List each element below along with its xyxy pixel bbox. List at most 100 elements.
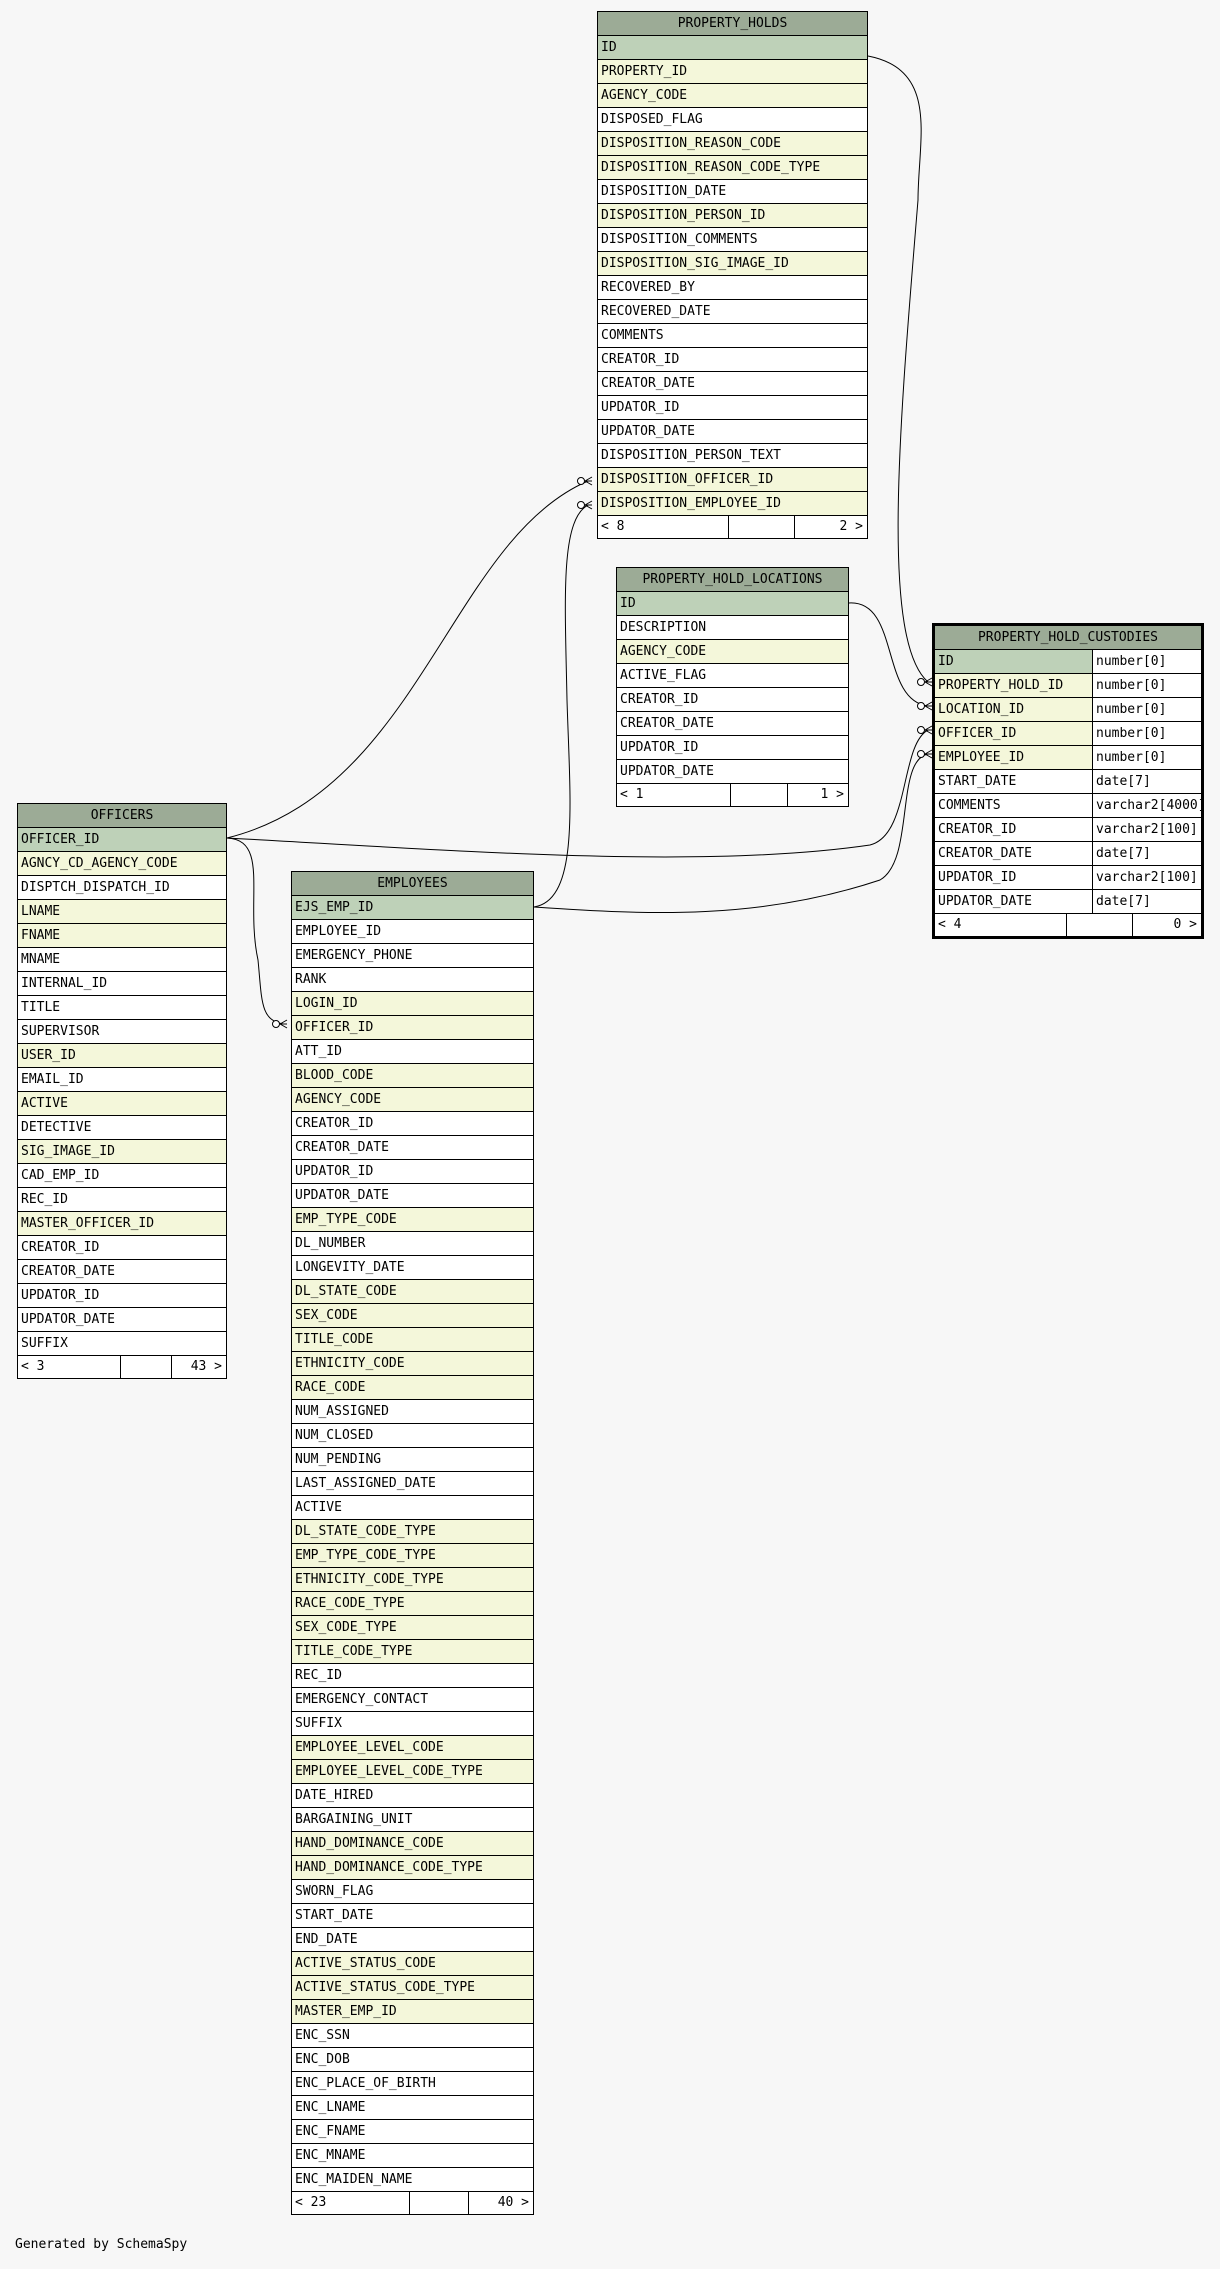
table-title[interactable]: PROPERTY_HOLD_CUSTODIES [935,626,1201,650]
column-row-enc-fname[interactable]: ENC_FNAME [292,2120,533,2144]
column-row-agency-code[interactable]: AGENCY_CODE [598,84,867,108]
column-row-internal-id[interactable]: INTERNAL_ID [18,972,226,996]
column-row-active-status-code[interactable]: ACTIVE_STATUS_CODE [292,1952,533,1976]
column-row-id[interactable]: ID [598,36,867,60]
column-row-dl-number[interactable]: DL_NUMBER [292,1232,533,1256]
column-row-enc-lname[interactable]: ENC_LNAME [292,2096,533,2120]
column-row-suffix[interactable]: SUFFIX [292,1712,533,1736]
column-row-emergency-contact[interactable]: EMERGENCY_CONTACT [292,1688,533,1712]
column-row-employee-id[interactable]: EMPLOYEE_ID [292,920,533,944]
column-row-emp-type-code-type[interactable]: EMP_TYPE_CODE_TYPE [292,1544,533,1568]
parent-count[interactable]: < 3 [21,1359,45,1374]
column-row-suffix[interactable]: SUFFIX [18,1332,226,1356]
column-row-sworn-flag[interactable]: SWORN_FLAG [292,1880,533,1904]
column-row-active[interactable]: ACTIVE [18,1092,226,1116]
column-row-updator-id[interactable]: UPDATOR_ID [18,1284,226,1308]
column-row-att-id[interactable]: ATT_ID [292,1040,533,1064]
column-row-ethnicity-code-type[interactable]: ETHNICITY_CODE_TYPE [292,1568,533,1592]
column-row-rec-id[interactable]: REC_ID [18,1188,226,1212]
column-row-agency-code[interactable]: AGENCY_CODE [292,1088,533,1112]
column-row-num-assigned[interactable]: NUM_ASSIGNED [292,1400,533,1424]
column-row-disposition-reason-code-type[interactable]: DISPOSITION_REASON_CODE_TYPE [598,156,867,180]
column-row-num-closed[interactable]: NUM_CLOSED [292,1424,533,1448]
column-row-master-emp-id[interactable]: MASTER_EMP_ID [292,2000,533,2024]
column-row-emergency-phone[interactable]: EMERGENCY_PHONE [292,944,533,968]
column-row-emp-type-code[interactable]: EMP_TYPE_CODE [292,1208,533,1232]
column-row-sex-code-type[interactable]: SEX_CODE_TYPE [292,1616,533,1640]
column-row-disposition-officer-id[interactable]: DISPOSITION_OFFICER_ID [598,468,867,492]
column-row-disposition-person-text[interactable]: DISPOSITION_PERSON_TEXT [598,444,867,468]
column-row-enc-ssn[interactable]: ENC_SSN [292,2024,533,2048]
column-row-disposition-sig-image-id[interactable]: DISPOSITION_SIG_IMAGE_ID [598,252,867,276]
column-row-hand-dominance-code[interactable]: HAND_DOMINANCE_CODE [292,1832,533,1856]
column-row-sex-code[interactable]: SEX_CODE [292,1304,533,1328]
column-row-disposed-flag[interactable]: DISPOSED_FLAG [598,108,867,132]
column-row-id[interactable]: ID [617,592,848,616]
column-row-officer-id[interactable]: OFFICER_ID [18,828,226,852]
column-row-updator-date[interactable]: UPDATOR_DATE [292,1184,533,1208]
column-row-disposition-date[interactable]: DISPOSITION_DATE [598,180,867,204]
table-title[interactable]: OFFICERS [18,804,226,828]
column-row-lname[interactable]: LNAME [18,900,226,924]
column-row-employee-level-code[interactable]: EMPLOYEE_LEVEL_CODE [292,1736,533,1760]
column-row-mname[interactable]: MNAME [18,948,226,972]
column-row-recovered-by[interactable]: RECOVERED_BY [598,276,867,300]
column-row-disposition-comments[interactable]: DISPOSITION_COMMENTS [598,228,867,252]
column-row-longevity-date[interactable]: LONGEVITY_DATE [292,1256,533,1280]
column-row-agency-code[interactable]: AGENCY_CODE [617,640,848,664]
column-row-sig-image-id[interactable]: SIG_IMAGE_ID [18,1140,226,1164]
column-row-creator-date[interactable]: CREATOR_DATE [617,712,848,736]
column-row-enc-dob[interactable]: ENC_DOB [292,2048,533,2072]
column-row-hand-dominance-code-type[interactable]: HAND_DOMINANCE_CODE_TYPE [292,1856,533,1880]
column-row-updator-id[interactable]: UPDATOR_ID [617,736,848,760]
column-row-active-status-code-type[interactable]: ACTIVE_STATUS_CODE_TYPE [292,1976,533,2000]
column-row-supervisor[interactable]: SUPERVISOR [18,1020,226,1044]
column-row-creator-date[interactable]: CREATOR_DATE [598,372,867,396]
column-row-updator-id[interactable]: UPDATOR_ID [292,1160,533,1184]
column-row-disptch-dispatch-id[interactable]: DISPTCH_DISPATCH_ID [18,876,226,900]
column-row-rank[interactable]: RANK [292,968,533,992]
column-row-ethnicity-code[interactable]: ETHNICITY_CODE [292,1352,533,1376]
column-row-active[interactable]: ACTIVE [292,1496,533,1520]
column-row-title-code-type[interactable]: TITLE_CODE_TYPE [292,1640,533,1664]
parent-count[interactable]: < 8 [601,519,625,534]
column-row-title[interactable]: TITLE [18,996,226,1020]
column-row-creator-date[interactable]: CREATOR_DATE [292,1136,533,1160]
column-row-master-officer-id[interactable]: MASTER_OFFICER_ID [18,1212,226,1236]
column-row-employee-level-code-type[interactable]: EMPLOYEE_LEVEL_CODE_TYPE [292,1760,533,1784]
column-row-creator-id[interactable]: CREATOR_ID [617,688,848,712]
column-row-officer-id[interactable]: OFFICER_ID [292,1016,533,1040]
column-row-date-hired[interactable]: DATE_HIRED [292,1784,533,1808]
column-row-enc-place-of-birth[interactable]: ENC_PLACE_OF_BIRTH [292,2072,533,2096]
column-row-email-id[interactable]: EMAIL_ID [18,1068,226,1092]
column-row-description[interactable]: DESCRIPTION [617,616,848,640]
column-row-title-code[interactable]: TITLE_CODE [292,1328,533,1352]
column-row-num-pending[interactable]: NUM_PENDING [292,1448,533,1472]
column-row-start-date[interactable]: START_DATE [292,1904,533,1928]
child-count[interactable]: 40 > [468,2192,533,2214]
column-row-property-id[interactable]: PROPERTY_ID [598,60,867,84]
column-row-disposition-employee-id[interactable]: DISPOSITION_EMPLOYEE_ID [598,492,867,516]
column-row-detective[interactable]: DETECTIVE [18,1116,226,1140]
child-count[interactable]: 0 > [1132,914,1201,936]
column-row-cad-emp-id[interactable]: CAD_EMP_ID [18,1164,226,1188]
column-row-race-code[interactable]: RACE_CODE [292,1376,533,1400]
column-row-creator-id[interactable]: CREATOR_ID [292,1112,533,1136]
column-row-creator-id[interactable]: CREATOR_ID [18,1236,226,1260]
column-row-fname[interactable]: FNAME [18,924,226,948]
column-row-enc-maiden-name[interactable]: ENC_MAIDEN_NAME [292,2168,533,2192]
column-row-ejs-emp-id[interactable]: EJS_EMP_ID [292,896,533,920]
parent-count[interactable]: < 23 [295,2195,327,2210]
